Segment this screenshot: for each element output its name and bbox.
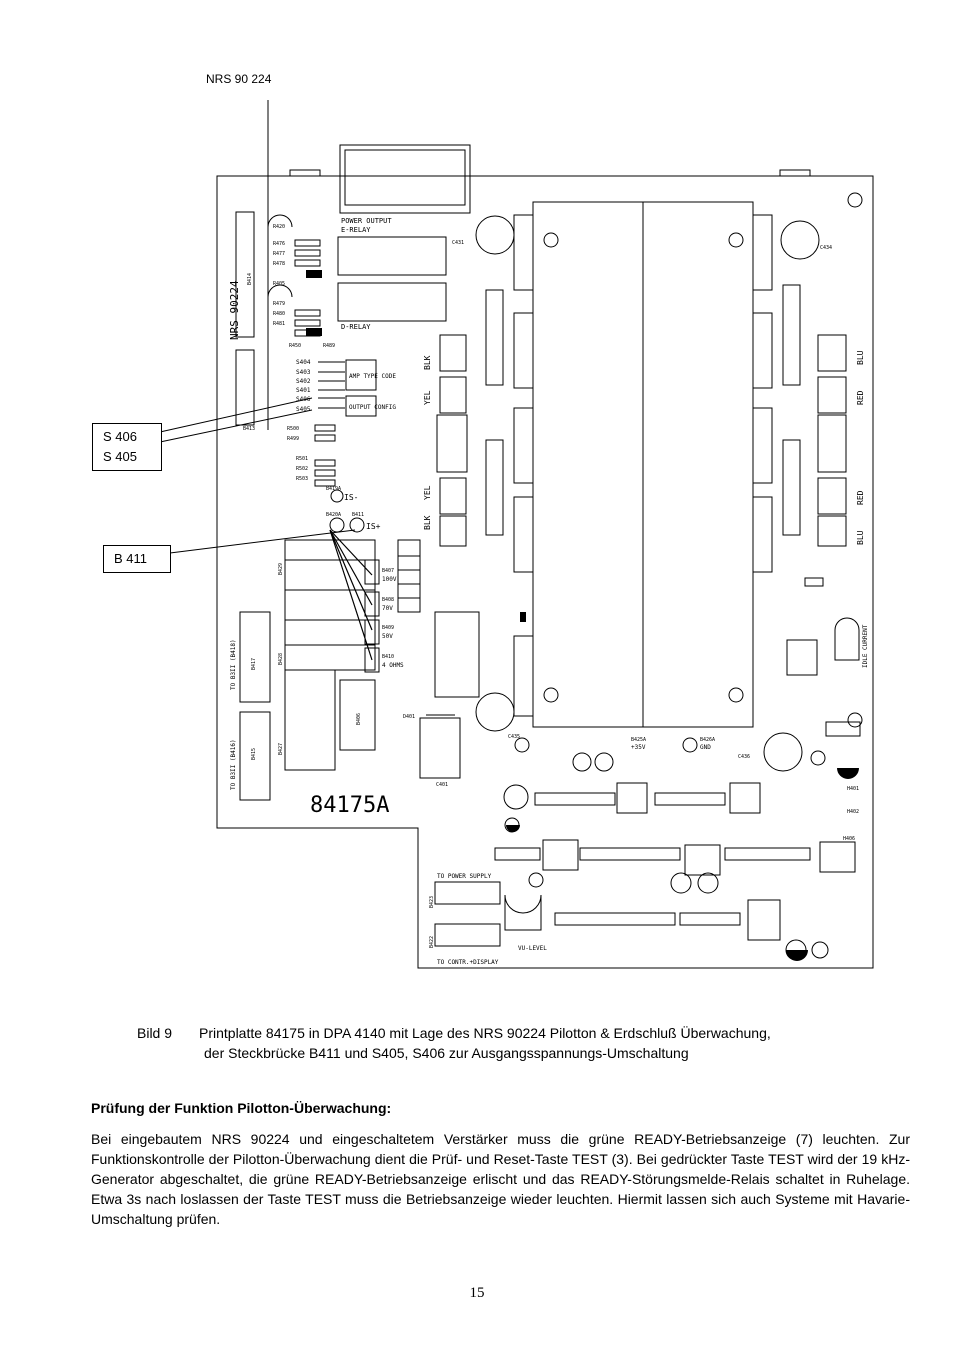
misc-label: B406 — [356, 713, 362, 725]
jumper-label: B409 — [382, 625, 394, 631]
label-is-plus: IS+ — [366, 522, 381, 531]
label-35v: +35V — [631, 744, 646, 751]
board-rot-label: NRS 90224 — [228, 280, 241, 340]
label-vu-level: VU-LEVEL — [518, 945, 547, 952]
res-label: R479 — [273, 301, 285, 307]
misc-label: H401 — [847, 786, 859, 792]
misc-label: C401 — [436, 782, 448, 788]
label-70v: 70V — [382, 605, 393, 612]
callout-s406-s405: S 406 S 405 — [92, 423, 162, 471]
bus-label: R500 — [287, 426, 299, 432]
bus-label: R503 — [296, 476, 308, 482]
label-to-b3ii-2: TO B3II (B416) — [230, 739, 237, 790]
misc-label: C434 — [820, 245, 832, 251]
misc-label: C431 — [452, 240, 464, 246]
connector-right-label: BLU — [856, 530, 865, 545]
res-label: R420 — [273, 224, 285, 230]
label-d-relay: D-RELAY — [341, 323, 371, 331]
misc-label: B425A — [631, 737, 646, 743]
connector-mid-label: BLK — [423, 355, 432, 370]
label-is-minus: IS- — [344, 493, 358, 502]
bus-label: R501 — [296, 456, 308, 462]
connector-mid-label: BLK — [423, 515, 432, 530]
res-label: R478 — [273, 261, 285, 267]
label-e-relay: E-RELAY — [341, 226, 371, 234]
caption-line-2: der Steckbrücke B411 und S405, S406 zur … — [204, 1045, 689, 1061]
misc-label: B419A — [326, 486, 341, 492]
res-label: R476 — [273, 241, 285, 247]
misc-label: B427 — [278, 743, 284, 755]
misc-label: C435 — [508, 734, 520, 740]
page-number: 15 — [469, 1285, 485, 1301]
misc-label: B417 — [251, 658, 257, 670]
e-relay — [337, 236, 447, 276]
power-output-connector — [339, 144, 471, 214]
board-id: 84175A — [310, 793, 389, 818]
misc-label: B423 — [429, 896, 435, 908]
caption-label: Bild 9 — [137, 1025, 173, 1041]
res-label: R480 — [273, 311, 285, 317]
callout-b411-text: B 411 — [114, 551, 148, 566]
bus-label: R502 — [296, 466, 308, 472]
label-power-output: POWER OUTPUT — [341, 217, 392, 225]
res-label: R450 — [289, 343, 301, 349]
nrs-module — [235, 211, 255, 338]
label-output-config: OUTPUT CONFIG — [349, 404, 396, 411]
label-gnd: GND — [700, 744, 711, 751]
callout-b411: B 411 — [103, 545, 171, 573]
misc-label: C436 — [738, 754, 750, 760]
misc-label: B426A — [700, 737, 715, 743]
d-relay — [337, 282, 447, 322]
connector-mid-label: YEL — [423, 485, 432, 500]
misc-label: B428 — [278, 653, 284, 665]
label-4ohms: 4 OHMS — [382, 662, 404, 669]
label-100v: 100V — [382, 576, 397, 583]
jumper-label: B408 — [382, 597, 394, 603]
misc-label: B429 — [278, 563, 284, 575]
res-label: R481 — [273, 321, 285, 327]
label-to-contr-display: TO CONTR.+DISPLAY — [437, 959, 499, 966]
board-outline — [216, 175, 874, 969]
connector-right-label: RED — [856, 490, 865, 505]
switch-label: S406 — [296, 396, 311, 403]
label-50v: 50V — [382, 633, 393, 640]
misc-label: B411 — [352, 512, 364, 518]
label-to-power-supply: TO POWER SUPPLY — [437, 873, 492, 880]
nrs-top-label: NRS 90 224 — [206, 72, 272, 86]
switch-label: S401 — [296, 387, 311, 394]
pcb-diagram: POWER OUTPUT E-RELAY D-RELAY AMP TYPE CO… — [159, 72, 874, 969]
label-idle-current: IDLE CURRENT — [862, 624, 869, 668]
res-label: R477 — [273, 251, 285, 257]
switch-label: S404 — [296, 359, 311, 366]
label-to-b3ii-1: TO B3II (B418) — [230, 639, 237, 690]
misc-label: B413 — [243, 426, 255, 432]
misc-label: B422 — [429, 936, 435, 948]
misc-label: B414 — [247, 273, 253, 285]
bus-label: R499 — [287, 436, 299, 442]
misc-label: H406 — [843, 836, 855, 842]
connector-mid-label: YEL — [423, 390, 432, 405]
misc-label: B415 — [251, 748, 257, 760]
section-paragraph: Bei eingebautem NRS 90224 und eingeschal… — [91, 1131, 910, 1227]
callout-s405: S 405 — [103, 449, 137, 464]
section-heading: Prüfung der Funktion Pilotton-Überwachun… — [91, 1100, 392, 1116]
label-amp-type: AMP TYPE CODE — [349, 373, 396, 380]
connector-right-label: RED — [856, 390, 865, 405]
callout-s406: S 406 — [103, 429, 137, 444]
res-label: R489 — [323, 343, 335, 349]
misc-label: D401 — [403, 714, 415, 720]
switch-label: S405 — [296, 406, 311, 413]
caption-line-1: Printplatte 84175 in DPA 4140 mit Lage d… — [199, 1025, 771, 1041]
misc-label: B420A — [326, 512, 341, 518]
switch-label: S402 — [296, 378, 311, 385]
connector-right-label: BLU — [856, 350, 865, 365]
misc-label: H402 — [847, 809, 859, 815]
switch-label: S403 — [296, 369, 311, 376]
res-label: R405 — [273, 281, 285, 287]
jumper-label: B407 — [382, 568, 394, 574]
jumper-label: B410 — [382, 654, 394, 660]
